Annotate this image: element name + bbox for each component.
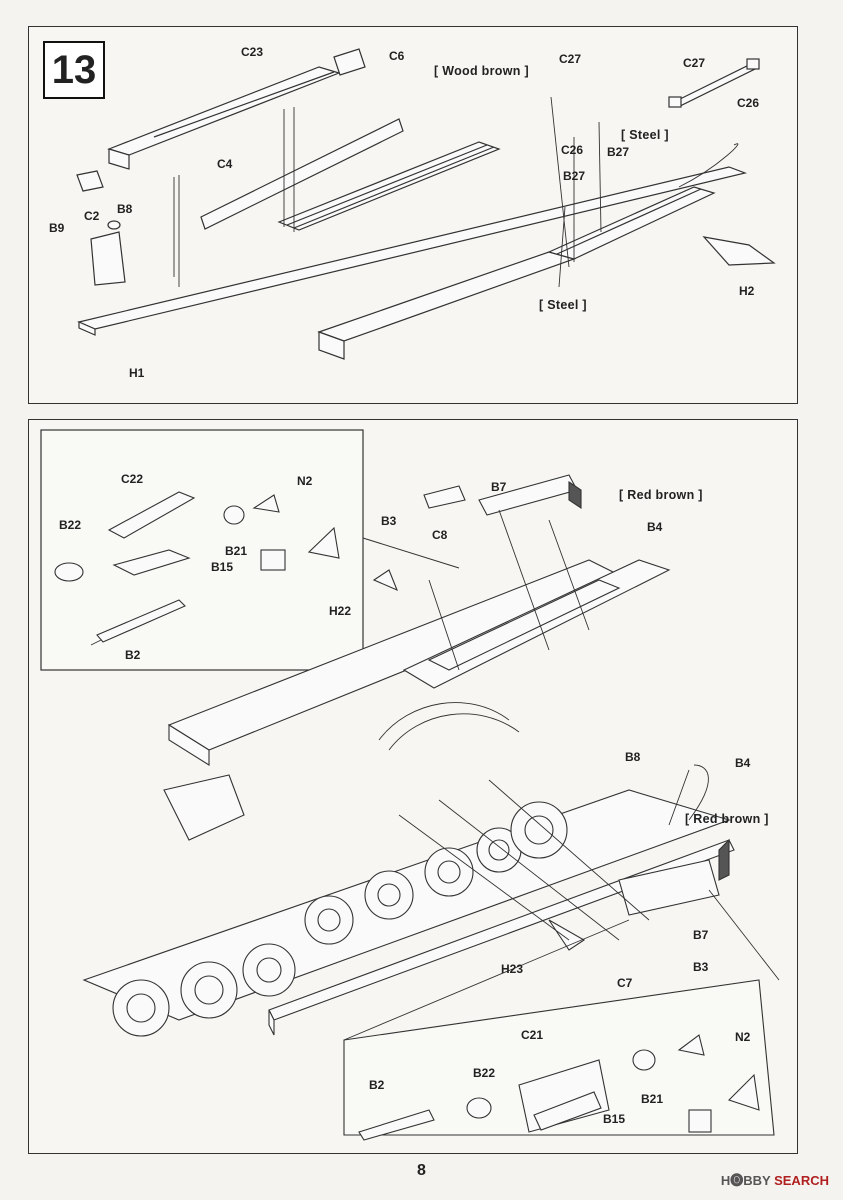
part-label-b4-top: B4 — [647, 520, 663, 534]
part-label-c26-center: C26 — [561, 143, 584, 157]
part-label-h23: H23 — [501, 962, 524, 976]
page-number: 8 — [417, 1162, 426, 1179]
part-label-b7-lower: B7 — [693, 928, 709, 942]
step-13-drawing — [76, 48, 776, 360]
part-label-c21: C21 — [521, 1028, 544, 1042]
step-14-drawing — [40, 429, 780, 1141]
paint-note-wood-brown: [ Wood brown ] — [434, 64, 529, 78]
step-13-panel: 13 — [28, 26, 798, 404]
paint-note-red-brown-top: [ Red brown ] — [619, 488, 703, 502]
step-number: 13 — [43, 41, 105, 99]
step-14-panel: 14 — [28, 419, 798, 1154]
part-label-c27-center: C27 — [559, 52, 582, 66]
part-label-b7-top: B7 — [491, 480, 507, 494]
part-label-b22-top: B22 — [59, 518, 82, 532]
part-label-b4-lower: B4 — [735, 756, 751, 770]
watermark-text: SEARCH — [774, 1173, 829, 1188]
part-label-b21-top: B21 — [225, 544, 248, 558]
part-label-n2-bottom: N2 — [735, 1030, 751, 1044]
paint-note-red-brown-lower: [ Red brown ] — [685, 812, 769, 826]
paint-note-steel-top: [ Steel ] — [621, 128, 669, 142]
part-label-b22-bottom: B22 — [473, 1066, 496, 1080]
part-label-c26-right: C26 — [737, 96, 760, 110]
part-label-b2-bottom: B2 — [369, 1078, 385, 1092]
part-label-h22: H22 — [329, 604, 352, 618]
part-label-c4: C4 — [217, 157, 233, 171]
part-label-c6: C6 — [389, 49, 405, 63]
watermark: H🅞BBY SEARCH — [721, 1170, 829, 1189]
part-label-b15-top: B15 — [211, 560, 234, 574]
part-label-h2: H2 — [739, 284, 755, 298]
part-label-c8: C8 — [432, 528, 448, 542]
paint-note-steel-bottom: [ Steel ] — [539, 298, 587, 312]
part-label-b27-top: B27 — [607, 145, 630, 159]
part-label-c2: C2 — [84, 209, 100, 223]
part-label-b2-top: B2 — [125, 648, 141, 662]
part-label-b8: B8 — [117, 202, 133, 216]
part-label-b21-bottom: B21 — [641, 1092, 664, 1106]
part-label-b3-top: B3 — [381, 514, 397, 528]
part-label-h1: H1 — [129, 366, 145, 380]
part-label-b3-lower: B3 — [693, 960, 709, 974]
part-label-b9: B9 — [49, 221, 65, 235]
part-label-b8: B8 — [625, 750, 641, 764]
part-label-c23: C23 — [241, 45, 264, 59]
part-label-b15-bottom: B15 — [603, 1112, 626, 1126]
part-label-b27-lower: B27 — [563, 169, 586, 183]
part-label-c22: C22 — [121, 472, 144, 486]
watermark-brand: H🅞BBY — [720, 1173, 771, 1188]
part-label-c7: C7 — [617, 976, 633, 990]
part-label-n2-top: N2 — [297, 474, 313, 488]
part-label-c27-right: C27 — [683, 56, 706, 70]
